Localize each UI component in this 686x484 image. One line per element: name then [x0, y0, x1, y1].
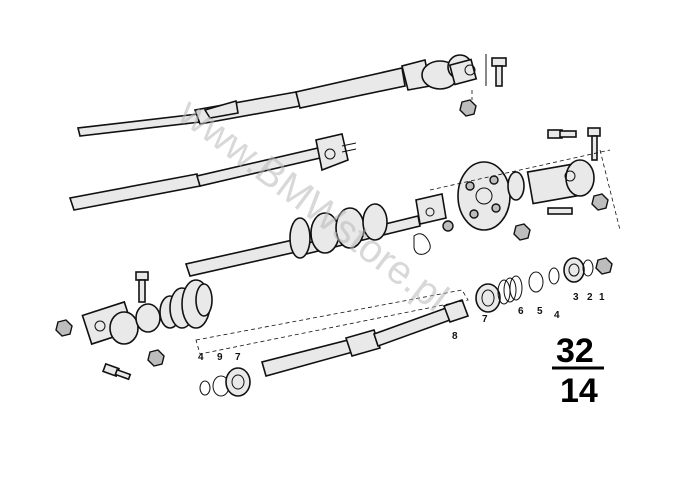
callout-2: 2 — [587, 292, 593, 303]
flange-middle — [315, 133, 357, 172]
callout-b7: 7 — [235, 352, 241, 363]
coupling-joint — [507, 159, 595, 205]
spring-6 — [497, 275, 523, 305]
callout-8: 8 — [452, 331, 458, 342]
flange-lower — [415, 193, 447, 225]
bolts-coupling — [547, 127, 601, 215]
ring-b4 — [199, 380, 211, 396]
small-parts-right — [475, 257, 613, 313]
nut-coupling-right — [591, 193, 609, 211]
universal-joint-lower — [81, 300, 161, 346]
nut-left — [55, 319, 73, 337]
callout-b9: 9 — [217, 352, 223, 363]
bolt-left-head — [135, 271, 149, 281]
ring-4 — [548, 267, 560, 285]
watermark: www.BMWstore.pl — [170, 89, 456, 320]
steering-shaft-middle — [68, 133, 357, 211]
steering-shaft-lower — [184, 127, 621, 277]
rubber-damper — [289, 203, 388, 259]
callout-7: 7 — [482, 314, 488, 325]
ball-small — [442, 220, 454, 232]
group-sub-number: 14 — [560, 372, 598, 410]
nut-upper — [459, 99, 477, 117]
bearing-b7 — [225, 367, 251, 397]
flexible-disc — [457, 161, 511, 231]
callout-6: 6 — [518, 306, 524, 317]
bearing-3 — [563, 257, 585, 283]
callout-b4: 4 — [198, 352, 204, 363]
spring-clip — [413, 233, 431, 255]
small-parts-lower — [199, 367, 251, 397]
steering-spindle — [195, 289, 470, 377]
callout-5: 5 — [537, 306, 543, 317]
nut-coupling — [513, 223, 531, 241]
ring-2 — [582, 259, 594, 277]
nut-1 — [595, 257, 613, 275]
bearing-7 — [475, 283, 501, 313]
steering-shaft-upper — [77, 54, 507, 137]
callout-3: 3 — [573, 292, 579, 303]
rubber-boot — [159, 279, 213, 329]
joint-assembly-left — [55, 271, 213, 381]
ring-5 — [528, 271, 544, 293]
bolt-upper — [491, 57, 507, 87]
universal-joint-upper — [421, 54, 478, 90]
nut-lower — [147, 349, 165, 367]
callout-1: 1 — [599, 292, 605, 303]
callout-4: 4 — [554, 310, 560, 321]
group-main-number: 32 — [556, 332, 594, 370]
